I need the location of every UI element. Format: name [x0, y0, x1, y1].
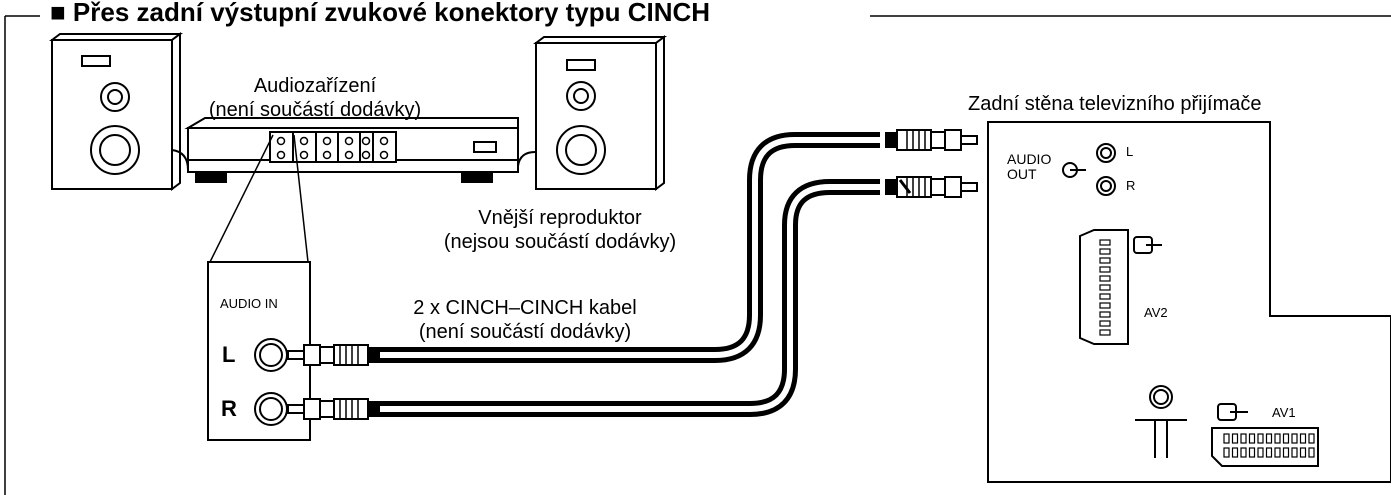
audio-in-label: AUDIO IN	[220, 296, 278, 311]
scart-pin	[1231, 447, 1239, 458]
scart-pin	[1099, 275, 1111, 282]
scart-pin	[1099, 257, 1111, 264]
tv-jack-r-label: R	[1126, 178, 1136, 193]
scart-pin	[1291, 447, 1298, 458]
cable-line2: (není součástí dodávky)	[418, 321, 632, 343]
scart-pin	[1265, 433, 1273, 444]
scart-pin	[1248, 433, 1256, 444]
tv-jack-l-label: L	[1126, 144, 1134, 159]
jack-icon	[299, 136, 309, 146]
scart-pin	[1308, 433, 1315, 444]
scart-pin	[1299, 433, 1307, 444]
jack-icon	[361, 136, 371, 146]
jack-icon	[344, 136, 354, 146]
jack-icon	[379, 150, 389, 160]
scart-pin	[1099, 302, 1111, 309]
tv-audio-out-line1: AUDIO	[1007, 151, 1052, 167]
scart-pin	[1099, 239, 1111, 246]
page-title: ■ Přes zadní výstupní zvukové konektory …	[42, 0, 719, 28]
scart-pin	[1274, 447, 1281, 458]
rca-plug-tv-r	[884, 176, 978, 198]
scart-pin	[1299, 447, 1307, 458]
scart-pin	[1240, 433, 1247, 444]
speakers-line1: Vnější reproduktor	[478, 207, 642, 229]
scart-pin	[1257, 433, 1264, 444]
scart-pin	[1248, 447, 1256, 458]
scart-pin	[1223, 447, 1230, 458]
scart-pin	[1240, 447, 1247, 458]
speakers-caption: Vnější reproduktor (nejsou součástí dodá…	[410, 206, 710, 254]
scart-pin	[1099, 248, 1111, 255]
av1-label: AV1	[1272, 405, 1296, 420]
scart-pin	[1274, 433, 1281, 444]
left-speaker	[49, 32, 183, 191]
scart-pin	[1231, 433, 1239, 444]
scart-pin	[1257, 447, 1264, 458]
scart-pin	[1282, 433, 1290, 444]
frame	[4, 15, 1391, 495]
inset-left-label: L	[222, 342, 236, 367]
audio-device-caption: Audiozařízení (není součástí dodávky)	[200, 74, 430, 122]
jack-icon	[361, 150, 371, 160]
jack-icon	[299, 150, 309, 160]
scart-pin	[1099, 284, 1111, 291]
audio-device-line2: (není součástí dodávky)	[208, 99, 422, 121]
tv-audio-out-label: AUDIO OUT	[1007, 152, 1051, 182]
jack-icon	[276, 136, 286, 146]
right-speaker	[533, 35, 667, 191]
av2-label: AV2	[1144, 305, 1168, 320]
jack-icon	[322, 150, 332, 160]
cable-line1: 2 x CINCH–CINCH kabel	[413, 297, 637, 319]
scart-pin	[1291, 433, 1298, 444]
scart-pin	[1099, 329, 1111, 336]
audio-device	[184, 117, 519, 183]
cable-caption: 2 x CINCH–CINCH kabel (není součástí dod…	[375, 296, 675, 344]
cinch-cables	[380, 132, 880, 417]
scart-pin	[1099, 320, 1111, 327]
scart-pin	[1099, 293, 1111, 300]
device-jack-grid	[276, 136, 389, 160]
scart-pin	[1223, 433, 1230, 444]
speakers-line2: (nejsou součástí dodávky)	[443, 231, 677, 253]
audio-device-line1: Audiozařízení	[253, 75, 377, 97]
jack-icon	[379, 136, 389, 146]
tv-caption: Zadní stěna televizního přijímače	[968, 93, 1262, 115]
jack-icon	[276, 150, 286, 160]
scart-pin	[1282, 447, 1290, 458]
tv-audio-out-line2: OUT	[1007, 166, 1037, 182]
scart-pins	[1099, 239, 1315, 458]
inset-right-label: R	[221, 396, 237, 421]
jack-icon	[344, 150, 354, 160]
scart-pin	[1099, 266, 1111, 273]
scart-pin	[1265, 447, 1273, 458]
rca-plug-tv-l	[884, 129, 978, 151]
scart-pin	[1099, 311, 1111, 318]
jack-icon	[322, 136, 332, 146]
scart-pin	[1308, 447, 1315, 458]
